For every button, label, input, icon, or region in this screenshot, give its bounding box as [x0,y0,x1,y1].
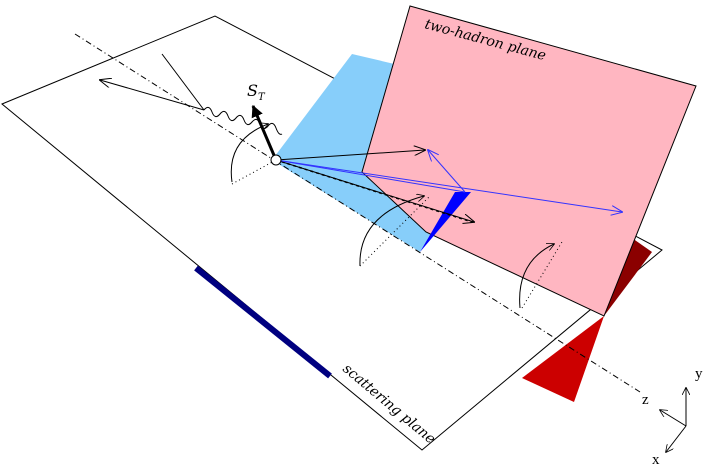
spin-angle-arc [230,124,268,183]
z-axis-arrow [660,410,687,427]
coordinate-axes: y z x [642,366,703,466]
spin-angle-dotted-line [231,159,277,185]
two-hadron-plane [361,5,697,317]
hadron-arrow-lower [275,159,474,222]
pink-plane-angle-arc [519,244,554,309]
z-axis-line [74,33,641,393]
spin-label: ST [247,81,266,103]
virtual-photon-line [203,106,283,135]
blue-angle-wedge [420,192,471,252]
spin-symbol: S [247,81,258,100]
pink-plane-dotted-line [521,241,563,309]
interaction-vertex [270,154,282,166]
spin-vector-arrow [251,104,278,161]
spin-subscript: T [258,92,266,103]
blue-plane-angle-arc [359,196,424,267]
x-axis-arrow [666,425,687,452]
blue-vector-up [428,150,466,193]
red-angle-wedge-lower [522,316,604,402]
x-axis-label: x [652,452,660,466]
z-axis-label: z [642,392,649,408]
blue-vector-long [275,159,622,212]
outgoing-lepton-arrow [100,80,205,111]
blue-plane-dotted-line [359,195,431,267]
hadron-sum-arrow [275,150,425,161]
blue-connector [275,159,466,193]
y-axis-label: y [695,366,703,382]
red-angle-wedge-upper [604,238,652,316]
incoming-lepton-line [161,53,205,111]
navy-bar [194,265,332,379]
